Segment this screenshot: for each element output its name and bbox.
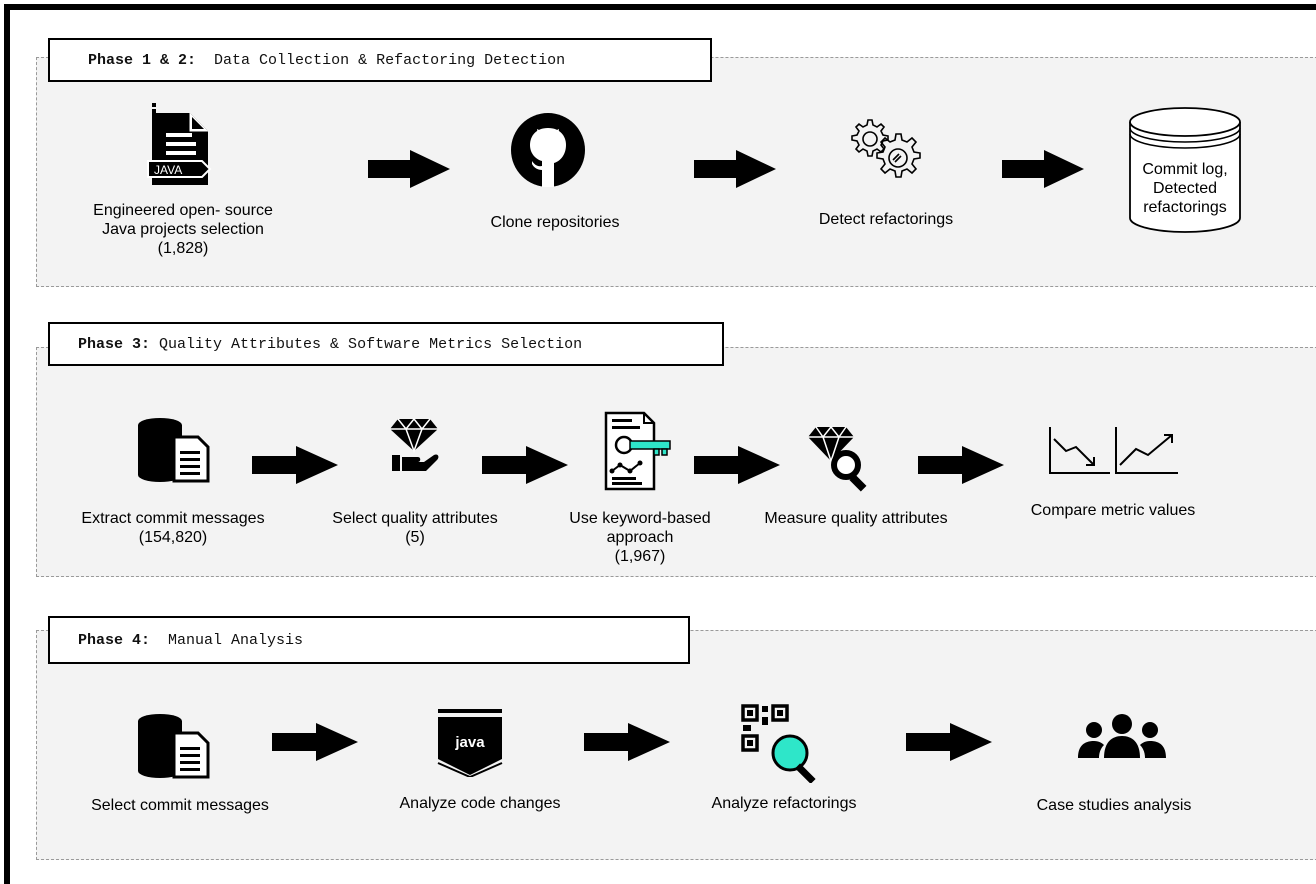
- arrow-icon: [584, 723, 670, 761]
- arrow-icon: [252, 446, 338, 484]
- phase-4-title-text: Manual Analysis: [168, 631, 304, 649]
- java-badge-icon: java: [437, 709, 503, 777]
- document-key-icon: [604, 411, 671, 491]
- phase-3-title: Phase 3: Quality Attributes & Software M…: [48, 322, 724, 366]
- arrow-icon: [482, 446, 568, 484]
- step-java-projects-label: Engineered open- source Java projects se…: [93, 202, 273, 257]
- arrow-icon: [368, 150, 450, 188]
- phase-3-title-text: Quality Attributes & Software Metrics Se…: [159, 335, 583, 353]
- arrow-icon: [1002, 150, 1084, 188]
- qr-magnifier-icon: [741, 704, 816, 783]
- step-keyword-label: Use keyword-based approach (1,967): [569, 510, 711, 565]
- java-file-icon-text: JAVA: [154, 163, 182, 177]
- step-detect-label: Detect refactorings: [818, 211, 954, 228]
- github-icon: [511, 113, 585, 187]
- step-case-studies-label: Case studies analysis: [1036, 797, 1192, 814]
- database-document-icon: [138, 714, 210, 779]
- step-commit-log-label: Commit log, Detected refactorings: [1142, 161, 1228, 216]
- diamond-hand-icon: [390, 417, 439, 471]
- phase-1-2-title-text: Data Collection & Refactoring Detection: [214, 51, 566, 69]
- step-clone-label: Clone repositories: [490, 214, 620, 231]
- java-file-icon: JAVA: [147, 103, 212, 185]
- arrow-icon: [272, 723, 358, 761]
- database-cylinder-icon: [1129, 107, 1241, 233]
- phase-4-title: Phase 4: Manual Analysis: [48, 616, 690, 664]
- people-group-icon: [1078, 714, 1166, 758]
- arrow-icon: [906, 723, 992, 761]
- phase-1-2-title: Phase 1 & 2: Data Collection & Refactori…: [48, 38, 712, 82]
- arrow-icon: [918, 446, 1004, 484]
- step-measure-label: Measure quality attributes: [764, 510, 948, 527]
- step-select-commits-label: Select commit messages: [91, 797, 269, 814]
- phase-4-title-bold: Phase 4:: [78, 631, 151, 649]
- phase-1-2-panel: [36, 57, 1316, 287]
- step-compare-label: Compare metric values: [1030, 502, 1196, 519]
- phase-3-title-bold: Phase 3:: [78, 335, 151, 353]
- gears-icon: [851, 119, 921, 178]
- diamond-magnifier-icon: [808, 425, 867, 492]
- database-document-icon: [138, 418, 210, 483]
- arrow-icon: [694, 150, 776, 188]
- step-extract-label: Extract commit messages (154,820): [81, 510, 265, 546]
- step-analyze-refactorings-label: Analyze refactorings: [711, 795, 857, 812]
- step-select-qa-label: Select quality attributes (5): [332, 510, 498, 546]
- trend-charts-icon: [1049, 427, 1178, 474]
- java-badge-icon-text: java: [454, 734, 485, 751]
- phase-3-panel: [36, 347, 1316, 577]
- phase-1-2-title-bold: Phase 1 & 2:: [88, 51, 197, 69]
- step-analyze-code-label: Analyze code changes: [399, 795, 561, 812]
- arrow-icon: [694, 446, 780, 484]
